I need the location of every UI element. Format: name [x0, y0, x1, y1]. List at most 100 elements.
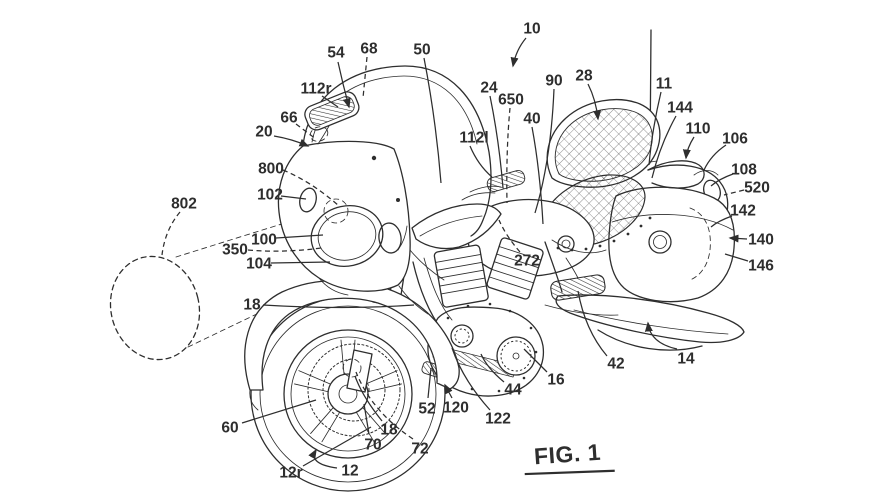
- ref-label-52-24: 52: [418, 367, 436, 418]
- ref-number-40: 40: [523, 111, 540, 128]
- engine-badge-cover: [496, 336, 536, 376]
- leader-line-68: [362, 56, 368, 99]
- ref-label-112r-40: 112r: [300, 81, 339, 108]
- ref-label-110-11: 110: [682, 121, 711, 160]
- front-fender: [244, 279, 460, 411]
- leader-line-14: [644, 321, 678, 350]
- leader-line-18: [262, 304, 415, 309]
- ref-number-102: 102: [257, 187, 283, 204]
- ref-number-50: 50: [413, 42, 430, 59]
- frame-tubes: [412, 241, 619, 331]
- ref-label-28-8: 28: [575, 68, 602, 121]
- ref-number-52: 52: [418, 401, 435, 418]
- ref-label-44-21: 44: [480, 353, 522, 399]
- ref-number-10: 10: [523, 21, 540, 38]
- ref-number-272: 272: [514, 253, 540, 270]
- leader-line-104: [270, 261, 331, 264]
- leader-line-44: [480, 353, 505, 383]
- front-cylinder: [433, 244, 489, 308]
- ref-label-42-19: 42: [577, 290, 625, 373]
- ref-number-142: 142: [730, 203, 756, 220]
- rider-floorboard: [550, 257, 606, 301]
- ref-label-112l-41: 112l: [459, 130, 493, 178]
- ref-number-28: 28: [575, 68, 593, 85]
- ref-label-40-7: 40: [523, 111, 544, 225]
- leader-line-11: [648, 91, 662, 166]
- leader-line-102: [280, 195, 307, 200]
- leader-line-106: [703, 144, 727, 171]
- leader-line-12: [308, 448, 338, 469]
- ref-label-108-13: 108: [710, 162, 757, 187]
- ref-number-800: 800: [258, 161, 284, 178]
- fuel-tank: [411, 203, 502, 250]
- ref-number-104: 104: [246, 256, 272, 273]
- ref-label-20-39: 20: [255, 124, 310, 147]
- leader-line-16: [523, 348, 548, 373]
- ref-label-16-20: 16: [523, 348, 565, 389]
- ref-number-100: 100: [251, 232, 277, 249]
- leader-line-650: [506, 107, 511, 204]
- ref-label-18-31: 18: [243, 297, 415, 314]
- ref-number-60: 60: [221, 420, 238, 437]
- ref-label-66-38: 66: [280, 110, 317, 140]
- ref-label-104-32: 104: [246, 256, 331, 273]
- ref-number-72: 72: [411, 441, 428, 458]
- seat-side-emblem: [557, 235, 575, 253]
- ref-number-112r: 112r: [300, 81, 331, 98]
- saddlebag-emblem: [648, 230, 672, 254]
- ref-label-100-34: 100: [251, 232, 324, 249]
- headlight-lamp-unit: [323, 198, 349, 224]
- exhaust-muffler: [555, 294, 745, 344]
- ref-label-12-28: 12: [308, 448, 359, 480]
- leader-line-12r: [302, 426, 372, 467]
- leader-line-10: [510, 37, 527, 68]
- ref-number-112l: 112l: [459, 130, 488, 147]
- leader-line-40: [531, 126, 544, 225]
- ref-number-110: 110: [685, 121, 710, 138]
- ref-label-14-18: 14: [644, 321, 695, 368]
- fender-rivets: [556, 216, 652, 252]
- backrest: [546, 99, 661, 188]
- rear-rack: [647, 160, 705, 189]
- leader-line-20: [273, 135, 310, 147]
- ref-number-106: 106: [722, 131, 748, 148]
- leader-line-50: [423, 57, 442, 184]
- leader-line-100: [275, 234, 324, 239]
- ref-label-350-33: 350: [222, 242, 322, 259]
- leader-line-112l: [469, 145, 493, 178]
- leader-line-72: [355, 371, 414, 440]
- brake-disc: [307, 343, 401, 437]
- ref-label-144-10: 144: [651, 100, 693, 179]
- figure-caption-text: FIG. 1: [533, 439, 602, 470]
- ref-label-122-22: 122: [451, 347, 511, 428]
- ref-number-12: 12: [341, 463, 358, 480]
- ref-number-122: 122: [485, 411, 511, 428]
- ref-number-20: 20: [255, 124, 272, 141]
- ref-number-108: 108: [731, 162, 757, 179]
- leader-line-54: [337, 61, 351, 109]
- ref-number-44: 44: [504, 382, 522, 399]
- ref-label-800-36: 800: [258, 161, 340, 207]
- ref-label-142-15: 142: [710, 203, 756, 228]
- leader-line-110: [682, 136, 695, 160]
- leader-line-66: [295, 123, 317, 140]
- figure-caption: FIG. 1: [524, 439, 615, 476]
- ref-number-70: 70: [364, 437, 381, 454]
- leader-line-28: [587, 83, 602, 121]
- leader-line-112r: [321, 95, 339, 108]
- leader-line-90: [534, 88, 555, 214]
- handlebar-grip: [486, 170, 526, 192]
- ref-label-10-0: 10: [510, 21, 541, 68]
- ref-number-520: 520: [744, 180, 770, 197]
- ref-label-12r-29: 12r: [279, 426, 372, 482]
- leader-line-802: [161, 211, 181, 256]
- mirror-mount-detail: [309, 126, 329, 142]
- ref-label-802-37: 802: [161, 196, 197, 256]
- headlight: [310, 205, 384, 267]
- cable-lines: [398, 249, 445, 315]
- ref-label-102-35: 102: [257, 187, 307, 204]
- ref-number-16: 16: [547, 372, 565, 389]
- ref-label-272-42: 272: [498, 219, 540, 270]
